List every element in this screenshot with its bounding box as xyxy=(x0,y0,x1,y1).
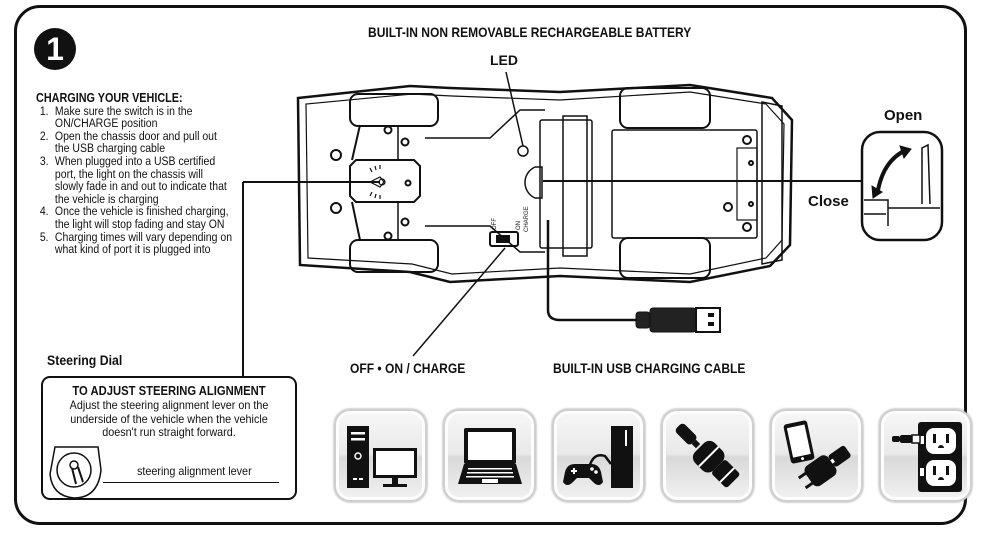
charging-step: When plugged into a USB certified port, … xyxy=(51,155,233,205)
source-tile-car-charger xyxy=(661,409,754,502)
step-number-badge: 1 xyxy=(34,28,76,70)
steering-box-body: Adjust the steering alignment lever on t… xyxy=(69,398,269,439)
charging-title: CHARGING YOUR VEHICLE: xyxy=(36,91,183,105)
charging-step: Once the vehicle is finished charging, t… xyxy=(51,205,233,230)
source-tile-phone-charger xyxy=(770,409,863,502)
source-tile-wall-outlet xyxy=(879,409,972,502)
battery-title: BUILT-IN NON REMOVABLE RECHARGEABLE BATT… xyxy=(368,24,692,40)
power-switch-caption: OFF • ON / CHARGE xyxy=(350,360,466,376)
desktop-computer-icon xyxy=(346,425,417,488)
source-tile-game-console xyxy=(552,409,645,502)
usb-cable-caption: BUILT-IN USB CHARGING CABLE xyxy=(553,360,746,376)
source-tile-desktop xyxy=(334,409,427,502)
steering-box-title: TO ADJUST STEERING ALIGNMENT xyxy=(72,384,266,398)
steering-alignment-box: TO ADJUST STEERING ALIGNMENT Adjust the … xyxy=(41,376,297,500)
close-label: Close xyxy=(808,193,849,210)
steering-lever-label: steering alignment lever xyxy=(137,464,252,478)
steering-dial-label: Steering Dial xyxy=(47,352,123,368)
charging-sources-row xyxy=(334,409,980,502)
instruction-panel-frame xyxy=(14,5,967,525)
source-tile-laptop xyxy=(443,409,536,502)
charging-step: Open the chassis door and pull out the U… xyxy=(51,129,233,155)
led-label: LED xyxy=(490,52,518,68)
charging-step: Make sure the switch is in the ON/CHARGE… xyxy=(51,104,233,130)
charging-instructions: CHARGING YOUR VEHICLE: Make sure the swi… xyxy=(36,92,234,256)
laptop-icon xyxy=(457,427,522,484)
open-label: Open xyxy=(884,107,923,124)
game-console-icon xyxy=(562,425,633,488)
lever-underline xyxy=(103,482,279,483)
car-charger-icon xyxy=(675,423,739,487)
phone-charger-icon xyxy=(783,420,851,489)
wall-outlet-icon xyxy=(891,421,962,492)
charging-step: Charging times will vary depending on wh… xyxy=(51,230,233,256)
